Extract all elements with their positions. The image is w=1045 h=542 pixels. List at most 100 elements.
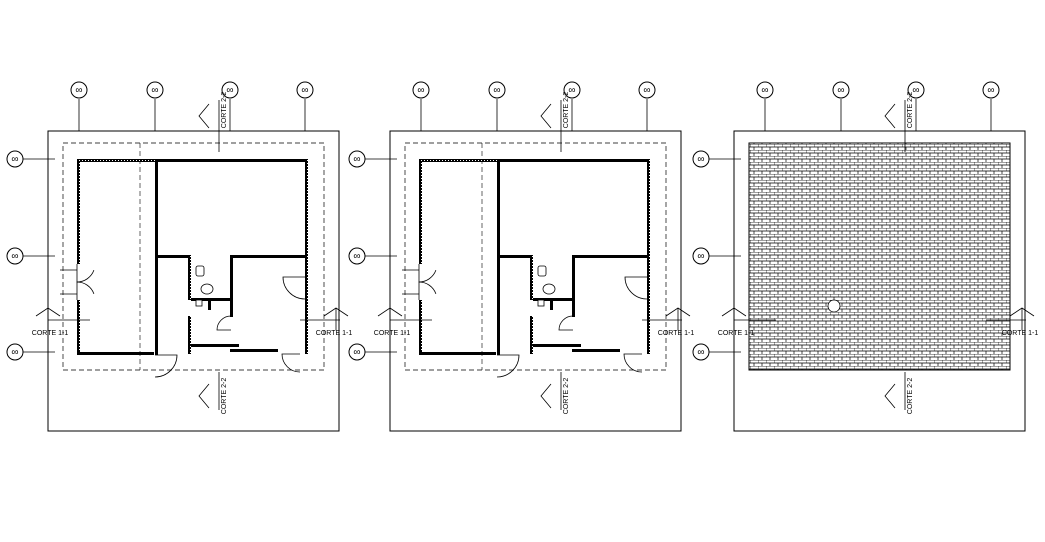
grid-bubble-row (692, 150, 710, 168)
wall-bath-top-left (497, 255, 530, 258)
wall-bath-mid (533, 298, 572, 301)
sink (195, 299, 203, 307)
door-bath (558, 315, 574, 331)
wall-bottom-mid (191, 344, 239, 347)
door-left-lower (418, 281, 437, 300)
grid-bubble-row (6, 343, 24, 361)
grid-bubble-col (146, 81, 164, 99)
section-marker-2-2-bottom-label: CORTE 2-2 (563, 378, 570, 415)
wall-top-left (419, 159, 497, 162)
grid-bubble-col (563, 81, 581, 99)
wall-bath-right (572, 255, 575, 317)
wall-bottom-right (230, 349, 278, 352)
grid-bubble-row-label: ∞ (11, 347, 18, 358)
grid-bubble-col (296, 81, 314, 99)
grid-bubble-col (638, 81, 656, 99)
grid-bubble-row-label: ∞ (353, 347, 360, 358)
wall-top-left (77, 159, 155, 162)
wall-left-lower (77, 300, 80, 355)
wall-left-upper (77, 159, 80, 264)
door-left-upper (76, 264, 95, 283)
grid-bubble-col (412, 81, 430, 99)
grid-bubble-col (907, 81, 925, 99)
section-marker-1-1-right-label: CORTE 1-1 (316, 330, 353, 337)
grid-bubble-col (832, 81, 850, 99)
grid-bubble-row (692, 343, 710, 361)
wall-left-lower (419, 300, 422, 355)
section-marker-2-2-top-arrow (540, 103, 552, 129)
wall-bath-top-left (155, 255, 188, 258)
grid-bubble-col-label: ∞ (987, 85, 994, 96)
toilet-bowl (542, 283, 556, 295)
grid-bubble-col-label: ∞ (568, 85, 575, 96)
wall-bath-mid (191, 298, 230, 301)
wall-bottom-mid (533, 344, 581, 347)
site-boundary (47, 130, 340, 432)
grid-bubble-col-label: ∞ (761, 85, 768, 96)
wall-bath-top-right (572, 255, 649, 258)
wall-bath-left-lower (188, 316, 191, 354)
toilet-tank (537, 265, 547, 277)
door-bath (216, 315, 232, 331)
section-marker-2-2-bottom-arrow (198, 383, 210, 409)
wall-top-right (155, 159, 308, 162)
site-boundary (733, 130, 1026, 432)
wall-top-right (497, 159, 650, 162)
grid-bubble-row-label: ∞ (11, 154, 18, 165)
toilet-tank (195, 265, 205, 277)
grid-bubble-col (982, 81, 1000, 99)
section-marker-2-2-bottom-arrow (884, 383, 896, 409)
door-right (624, 276, 648, 300)
toilet-bowl (200, 283, 214, 295)
wall-bath-left (188, 255, 191, 300)
tiled-floor-area (748, 142, 1011, 371)
grid-bubble-row (6, 150, 24, 168)
grid-bubble-col-label: ∞ (643, 85, 650, 96)
grid-bubble-row-label: ∞ (697, 251, 704, 262)
door-right (282, 276, 306, 300)
dashed-outline (62, 142, 325, 371)
grid-bubble-row-label: ∞ (697, 347, 704, 358)
grid-bubble-row (692, 247, 710, 265)
section-marker-2-2-top-label: CORTE 2-2 (563, 92, 570, 129)
grid-bubble-col (221, 81, 239, 99)
wall-bottom-left (419, 352, 496, 355)
wall-bath-right (230, 255, 233, 317)
door-left-lower (76, 281, 95, 300)
section-marker-1-1-right-label: CORTE 1-1 (1002, 330, 1039, 337)
door-bottom-right (281, 353, 301, 373)
door-entry (154, 354, 178, 378)
grid-bubble-row-label: ∞ (697, 154, 704, 165)
grid-bubble-col-label: ∞ (75, 85, 82, 96)
section-marker-2-2-top-label: CORTE 2-2 (907, 92, 914, 129)
grid-bubble-col-label: ∞ (837, 85, 844, 96)
grid-bubble-col-label: ∞ (417, 85, 424, 96)
grid-bubble-row (348, 343, 366, 361)
door-entry (496, 354, 520, 378)
section-marker-2-2-top-arrow (198, 103, 210, 129)
sink (537, 299, 545, 307)
section-marker-1-1-right-label: CORTE 1-1 (658, 330, 695, 337)
section-marker-2-2-bottom-arrow (540, 383, 552, 409)
wall-bath-top-right (230, 255, 307, 258)
section-marker-1-1-left-label: CORTE 1-1 (718, 330, 755, 337)
wall-bath-left (530, 255, 533, 300)
grid-bubble-col (488, 81, 506, 99)
grid-bubble-col-label: ∞ (301, 85, 308, 96)
dashed-outline (404, 142, 667, 371)
wall-stub (208, 300, 211, 310)
grid-bubble-col-label: ∞ (912, 85, 919, 96)
wall-left-upper (419, 159, 422, 264)
wall-bottom-left (77, 352, 154, 355)
section-marker-2-2-top-label: CORTE 2-2 (221, 92, 228, 129)
site-boundary (389, 130, 682, 432)
section-marker-1-1-left-label: CORTE 1-1 (374, 330, 411, 337)
grid-bubble-row-label: ∞ (353, 154, 360, 165)
floor-drain (827, 299, 841, 313)
grid-bubble-row (6, 247, 24, 265)
grid-bubble-row-label: ∞ (11, 251, 18, 262)
